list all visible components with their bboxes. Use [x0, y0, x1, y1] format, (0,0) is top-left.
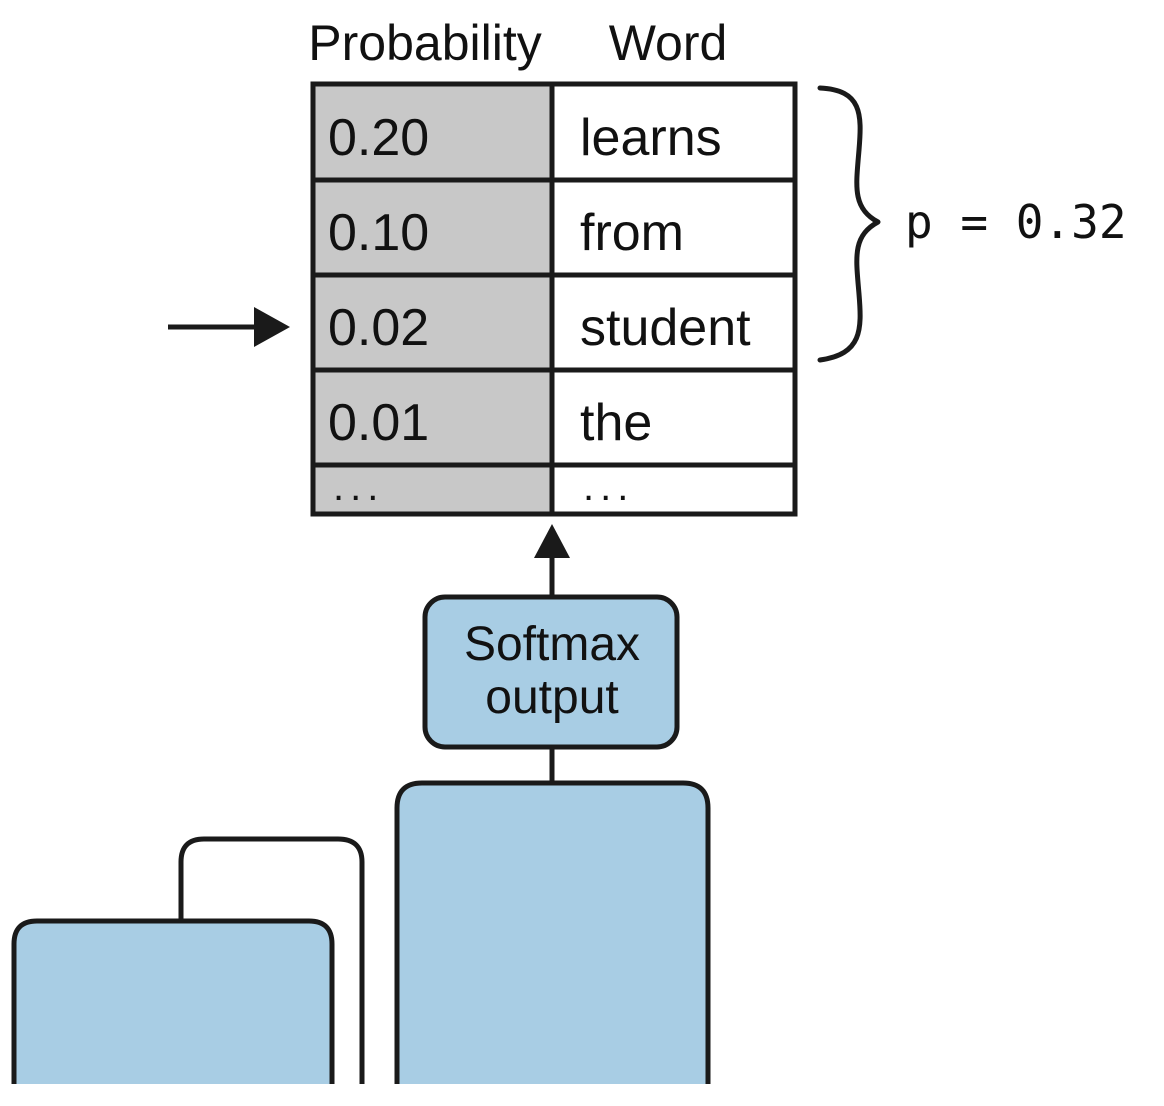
table-grid — [310, 81, 798, 517]
selected-row-arrow-icon — [168, 307, 290, 347]
table-row-word: the — [580, 394, 652, 452]
table-row-word: ... — [583, 465, 634, 509]
probability-column-header: Probability — [308, 15, 541, 71]
cumulative-brace-icon — [817, 85, 881, 363]
table-row-probability: 0.01 — [328, 394, 429, 452]
probability-column — [313, 84, 552, 514]
table-row-probability: 0.20 — [328, 109, 429, 167]
skip-connection-line — [178, 836, 365, 1084]
softmax-label-line2: output — [485, 671, 618, 724]
decoder-block — [394, 780, 711, 1084]
table-row-word: from — [580, 204, 684, 262]
cumulative-probability-label: p = 0.32 — [905, 195, 1127, 249]
output-arrow-icon — [534, 524, 570, 598]
table-row-word: student — [580, 299, 751, 357]
softmax-label-line1: Softmax — [464, 618, 640, 671]
table-row-probability: 0.10 — [328, 204, 429, 262]
word-column-header: Word — [609, 15, 728, 71]
table-row-word: learns — [580, 109, 722, 167]
table-row-probability: 0.02 — [328, 299, 429, 357]
table-row-probability: ... — [333, 465, 384, 509]
left-block — [11, 918, 335, 1084]
word-column — [552, 84, 795, 514]
